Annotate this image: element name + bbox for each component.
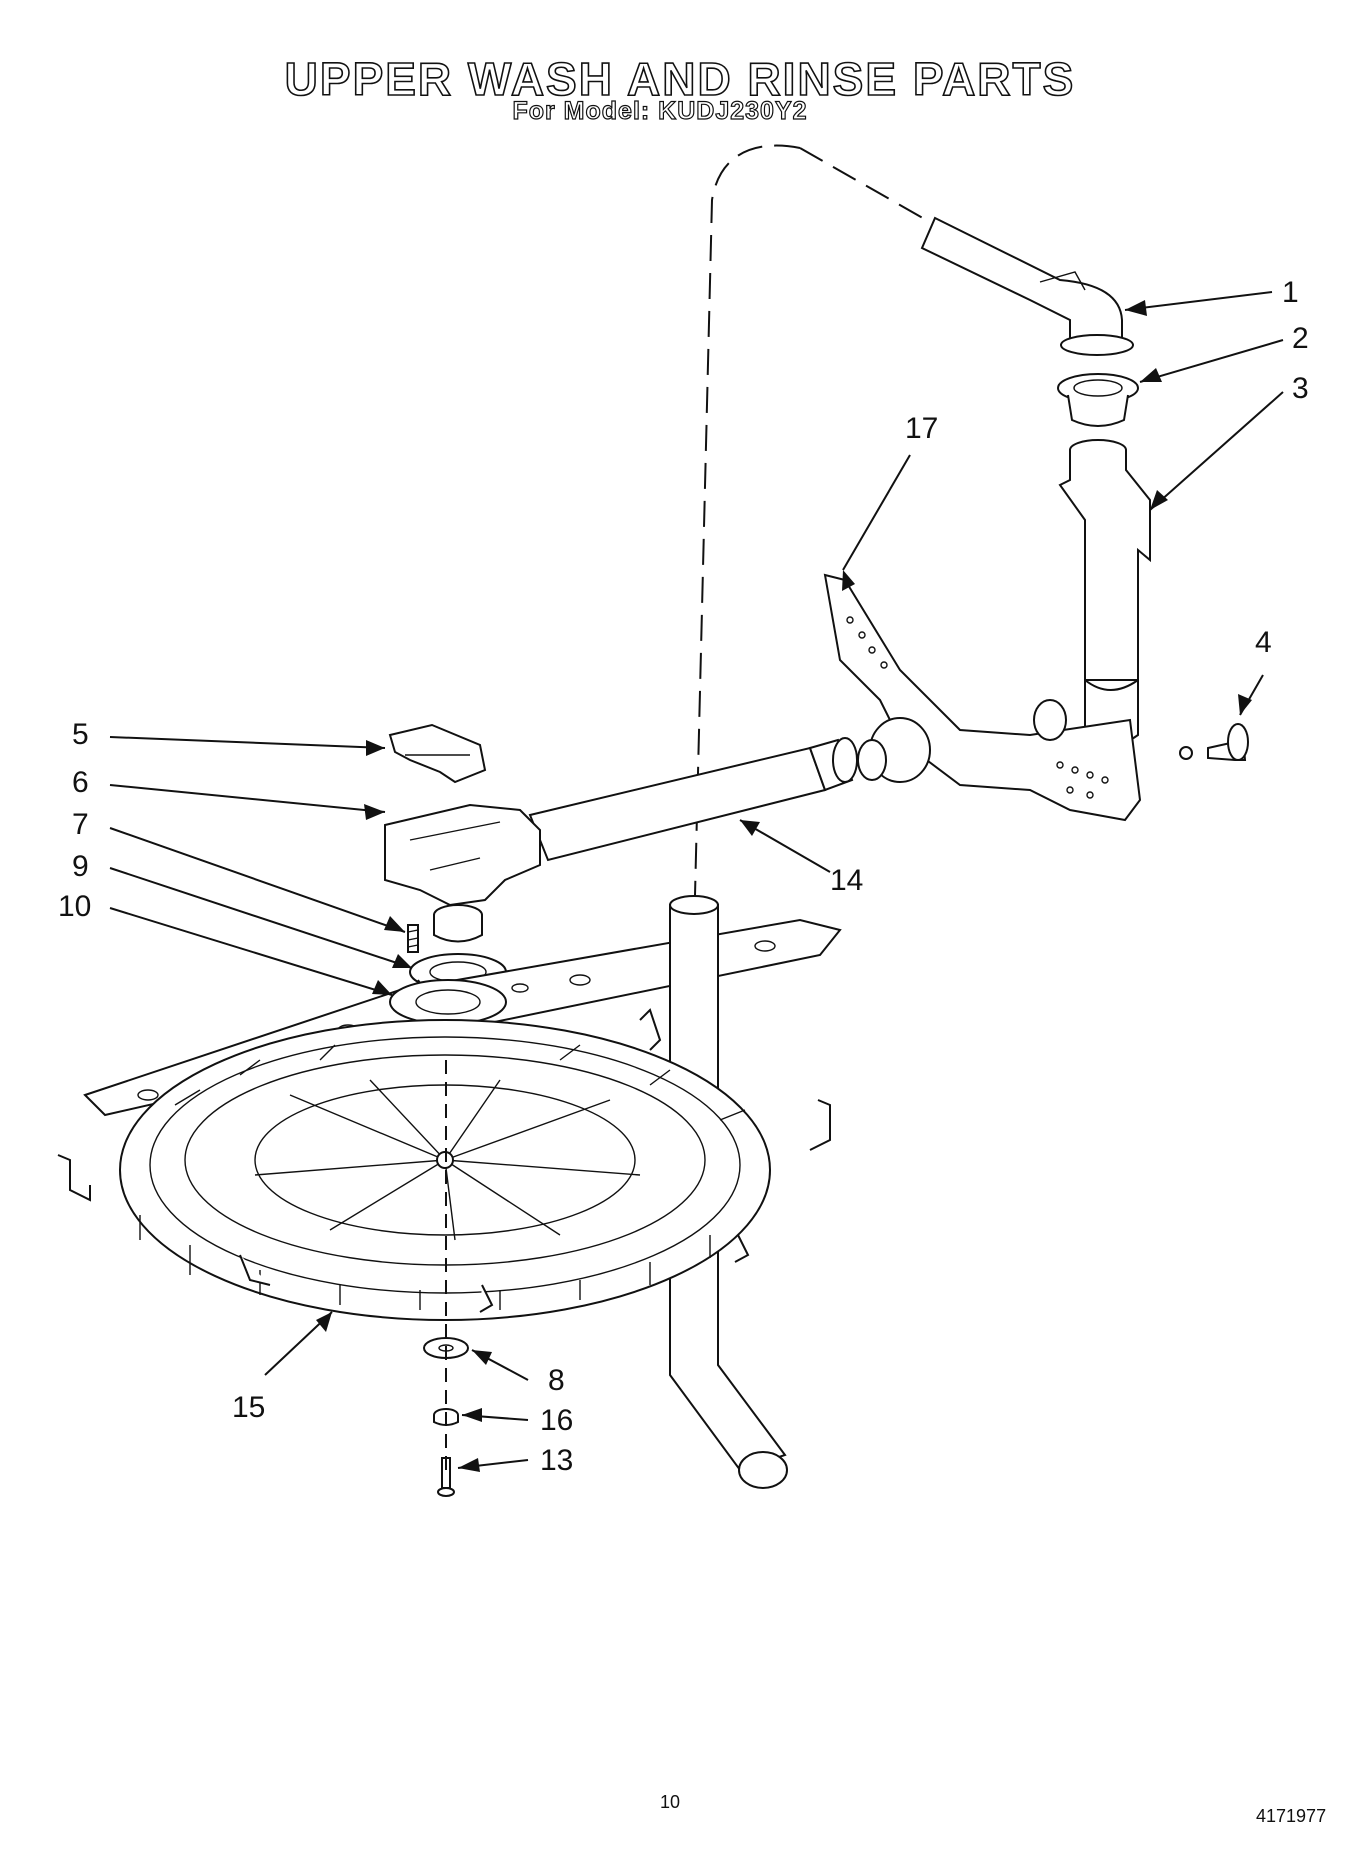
callout-2: 2: [1292, 322, 1309, 355]
routing-dashed-line: [689, 144, 801, 1101]
leader-6: [109, 784, 386, 813]
callout-16: 16: [540, 1404, 574, 1437]
part-13-screw: [437, 1457, 455, 1497]
callout-10: 10: [58, 890, 92, 923]
lower-column-tube: [669, 895, 788, 1489]
document-number: 4171977: [1256, 1806, 1327, 1826]
part-4-plug: [1179, 723, 1249, 761]
part-6-manifold: [384, 803, 541, 943]
part-17-bracket: [823, 573, 1142, 822]
callout-9: 9: [72, 850, 89, 883]
leader-7: [109, 827, 406, 933]
page-number: 10: [660, 1792, 681, 1812]
leader-1: [1124, 291, 1273, 311]
callout-6: 6: [72, 766, 89, 799]
callout-7: 7: [72, 808, 89, 841]
callout-1: 1: [1282, 276, 1299, 309]
part-7-screw: [407, 924, 419, 953]
callout-5: 5: [72, 718, 89, 751]
leader-17: [842, 454, 911, 571]
part-14-feed-tube: [528, 737, 858, 862]
diagram-title: UPPER WASH AND RINSE PARTS: [284, 52, 1076, 106]
part-2-grommet: [1057, 373, 1139, 427]
leader-10: [109, 907, 393, 996]
leader-arrowheads: [316, 300, 1252, 1472]
callout-14: 14: [830, 864, 864, 897]
leader-3: [1149, 391, 1284, 511]
callout-17: 17: [905, 412, 939, 445]
leader-2: [1139, 339, 1284, 383]
callout-4: 4: [1255, 626, 1272, 659]
part-3-riser-tube: [1058, 439, 1151, 746]
part-1-inlet-elbow: [920, 216, 1134, 356]
diagram-subtitle: For Model: KUDJ230Y2: [512, 96, 808, 125]
callout-13: 13: [540, 1444, 574, 1477]
callout-3: 3: [1292, 372, 1309, 405]
part-5-clip: [388, 723, 487, 784]
callout-15: 15: [232, 1391, 266, 1424]
routing-dashed-line-top: [799, 147, 936, 226]
callout-8: 8: [548, 1364, 565, 1397]
leader-9: [109, 867, 413, 969]
leader-5: [109, 736, 386, 749]
